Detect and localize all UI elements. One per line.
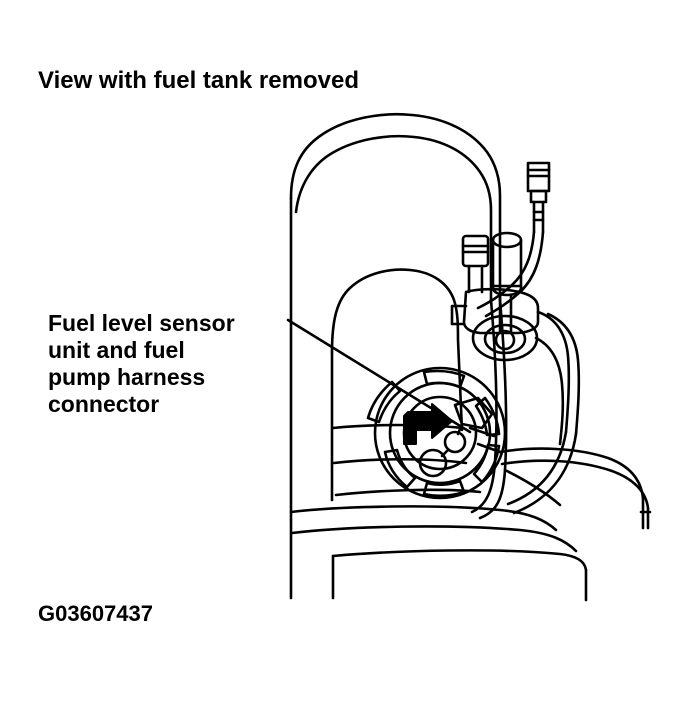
fuel-line-exit-lower (500, 459, 650, 510)
body-outer-outline (289, 113, 502, 302)
access-cover-outer-ring (373, 366, 507, 500)
canister-fitting (491, 231, 523, 297)
grommet-ring-inner (483, 323, 527, 355)
connector-spur (468, 426, 496, 438)
hose-vertical-lower (476, 230, 536, 310)
connector-spur-2 (476, 442, 502, 454)
page-title: View with fuel tank removed (38, 67, 359, 94)
fuel-pump-cover-group (366, 366, 507, 500)
harness-connector-body (453, 396, 494, 430)
fuel-line-right-c (534, 336, 565, 446)
floor-pan-line-3 (331, 549, 588, 572)
cover-tab-top (422, 369, 466, 389)
floor-fold-right (503, 468, 562, 507)
connector-boss-upper (443, 430, 467, 454)
fuel-line-wrap-a (506, 430, 568, 506)
fitting-base-plate (462, 287, 540, 335)
callout-label-fuel-level-sensor: Fuel level sensor unit and fuel pump har… (48, 310, 235, 417)
body-side-panel-right (478, 298, 508, 520)
cover-tab-right-lower (472, 443, 501, 484)
grommet-center (494, 329, 516, 351)
seat-trim-line-lower (332, 457, 468, 465)
small-valve-ridges (461, 244, 490, 254)
callout-leader-line (286, 318, 472, 434)
fuel-line-wrap-b (512, 432, 578, 515)
fuel-line-right-b (546, 312, 581, 436)
floor-pan-line-2 (290, 525, 578, 553)
hose-cap-collar (529, 189, 548, 204)
callout-leader-group (286, 318, 472, 434)
canister-top-ellipse (491, 238, 523, 249)
seat-back-outline (330, 268, 464, 432)
floor-pan-line-1 (289, 505, 558, 532)
fuel-line-exit-upper (498, 447, 645, 500)
fuel-line-right-a (536, 310, 571, 434)
fitting-side-bracket (450, 304, 468, 326)
fuel-lines-group (450, 161, 652, 530)
hose-vertical-upper (532, 200, 545, 234)
cover-tab-left-lower (383, 448, 417, 489)
hose-cap-ridges (526, 168, 551, 178)
small-valve-stem (467, 264, 484, 294)
cover-tab-bottom (422, 479, 466, 498)
grommet-stem (498, 294, 513, 334)
connector-link-bar-2 (440, 448, 450, 458)
figure-id-label: G03607437 (38, 601, 153, 626)
body-structure-group (289, 113, 588, 602)
cover-tab-left-upper (366, 380, 402, 424)
connector-boss-lower (418, 448, 448, 478)
body-inner-arch (294, 134, 493, 302)
seat-trim-line-upper (331, 423, 464, 430)
